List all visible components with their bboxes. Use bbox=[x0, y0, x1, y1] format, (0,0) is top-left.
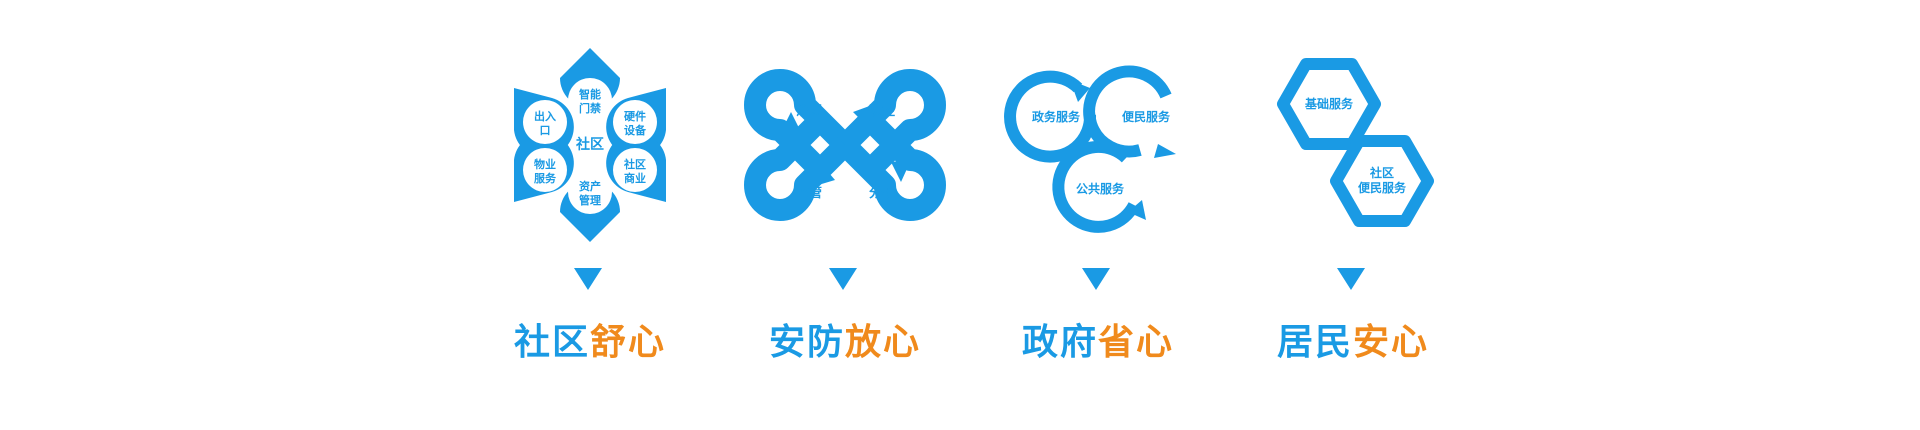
analysis-label: 分析 bbox=[869, 185, 895, 201]
title-blue-part: 居民 bbox=[1276, 322, 1353, 363]
access-label-1: 智能 bbox=[579, 87, 601, 101]
commerce-label-1: 社区 bbox=[623, 157, 646, 171]
convenience-service-label: 便民服务 bbox=[1122, 109, 1171, 124]
prevention-label: 防控 bbox=[869, 103, 895, 119]
monitoring-label: 监管 bbox=[796, 185, 822, 201]
down-triangle-icon bbox=[829, 268, 857, 290]
security-knot-icon: 治理 防控 监管 分析 bbox=[744, 69, 946, 221]
community-flower-icon: 社区 出入 口 智能 门禁 硬件 设备 物业 服务 资产 管理 社区 商业 bbox=[514, 48, 666, 242]
basic-service-label: 基础服务 bbox=[1304, 96, 1354, 111]
down-triangle-icon bbox=[1337, 268, 1365, 290]
governance-label: 治理 bbox=[796, 103, 822, 119]
entrance-label-1: 出入 bbox=[534, 109, 556, 123]
title-orange-part: 安心 bbox=[1353, 322, 1430, 363]
feature-security: 治理 防控 监管 分析 安防放心 bbox=[725, 0, 965, 430]
commerce-label-2: 商业 bbox=[624, 171, 646, 185]
feature-community: 社区 出入 口 智能 门禁 硬件 设备 物业 服务 资产 管理 社区 商业 社区… bbox=[470, 0, 710, 430]
feature-title: 安防放心 bbox=[725, 318, 965, 368]
property-label-1: 物业 bbox=[534, 157, 556, 171]
feature-government: 政务服务 便民服务 公共服务 政府省心 bbox=[978, 0, 1218, 430]
title-blue-part: 安防 bbox=[768, 322, 845, 363]
title-orange-part: 省心 bbox=[1098, 322, 1175, 363]
community-label-1: 社区 bbox=[1369, 165, 1394, 180]
feature-residents: 基础服务 社区 便民服务 居民安心 bbox=[1233, 0, 1473, 430]
assets-label-1: 资产 bbox=[579, 179, 601, 193]
title-blue-part: 政府 bbox=[1021, 322, 1098, 363]
feature-title: 政府省心 bbox=[978, 318, 1218, 368]
feature-title: 居民安心 bbox=[1233, 318, 1473, 368]
down-triangle-icon bbox=[574, 268, 602, 290]
title-orange-part: 放心 bbox=[845, 322, 922, 363]
center-label: 社区 bbox=[575, 136, 604, 153]
assets-label-2: 管理 bbox=[579, 193, 601, 207]
access-label-2: 门禁 bbox=[579, 101, 601, 115]
title-orange-part: 舒心 bbox=[590, 322, 667, 363]
feature-title: 社区舒心 bbox=[470, 318, 710, 368]
residents-hexagon-icon: 基础服务 社区 便民服务 bbox=[1277, 58, 1434, 227]
hardware-label-1: 硬件 bbox=[624, 109, 646, 123]
public-service-label: 公共服务 bbox=[1076, 181, 1125, 196]
property-label-2: 服务 bbox=[534, 171, 557, 185]
gov-service-label: 政务服务 bbox=[1032, 109, 1081, 124]
down-triangle-icon bbox=[1082, 268, 1110, 290]
entrance-label-2: 口 bbox=[540, 124, 551, 137]
title-blue-part: 社区 bbox=[513, 322, 590, 363]
hardware-label-2: 设备 bbox=[624, 123, 647, 137]
government-circles-icon: 政务服务 便民服务 公共服务 bbox=[1004, 65, 1176, 233]
community-label-2: 便民服务 bbox=[1358, 180, 1407, 195]
